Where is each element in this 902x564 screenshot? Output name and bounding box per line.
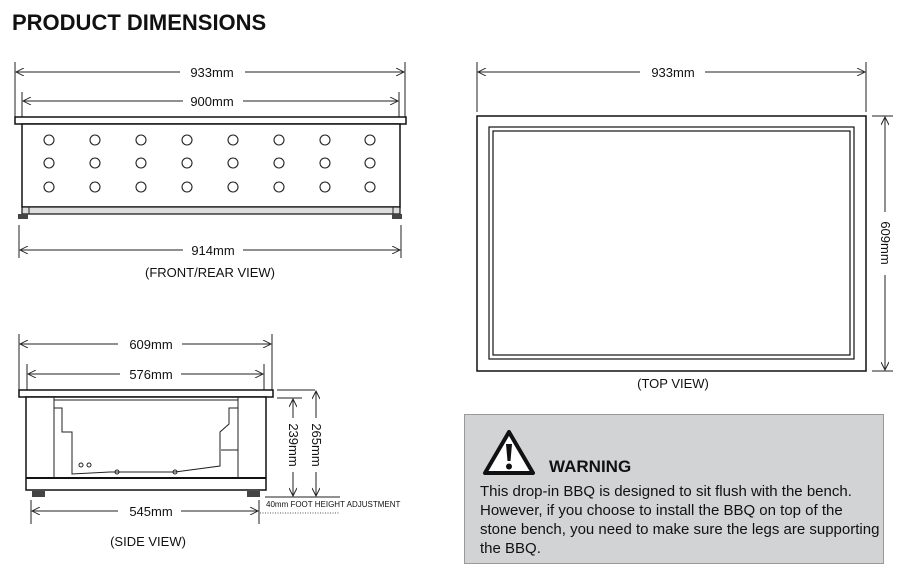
vent-hole: [273, 181, 285, 193]
side-inner-depth-label: 576mm: [129, 367, 172, 382]
vent-hole: [89, 134, 101, 146]
top-width-label: 933mm: [651, 65, 694, 80]
vent-hole: [227, 181, 239, 193]
vent-hole: [364, 157, 376, 169]
vent-hole: [135, 157, 147, 169]
side-base-depth-label: 545mm: [129, 504, 172, 519]
front-base-width-label: 914mm: [191, 243, 234, 258]
foot-adjustment-note: 40mm FOOT HEIGHT ADJUSTMENT: [266, 500, 400, 509]
vent-hole: [89, 157, 101, 169]
side-foot-right: [247, 491, 260, 497]
vent-hole: [273, 157, 285, 169]
front-inner-width-label: 900mm: [190, 94, 233, 109]
vent-hole: [135, 181, 147, 193]
vent-hole: [89, 181, 101, 193]
front-overall-width-label: 933mm: [190, 65, 233, 80]
side-total-height-label: 265mm: [309, 423, 324, 466]
vent-hole: [43, 181, 55, 193]
top-view-caption: (TOP VIEW): [637, 376, 709, 391]
side-body-height-label: 239mm: [286, 423, 301, 466]
foot-left: [18, 214, 28, 219]
top-depth-label: 609mm: [878, 221, 893, 264]
top-view: 933mm 609mm (TOP VIEW): [476, 62, 893, 391]
vent-hole: [227, 157, 239, 169]
front-view: 933mm 900mm 914mm (FRONT/REAR VIEW): [14, 62, 407, 280]
front-view-caption: (FRONT/REAR VIEW): [145, 265, 275, 280]
vent-hole: [181, 181, 193, 193]
vent-hole: [319, 157, 331, 169]
vent-hole: [43, 134, 55, 146]
side-view: 609mm 576mm 239mm 265mm 40mm FOOT HEIGHT…: [18, 334, 400, 549]
warning-triangle-icon: [483, 430, 535, 475]
vent-holes: [43, 134, 376, 193]
foot-right: [392, 214, 402, 219]
warning-title: WARNING: [549, 457, 632, 476]
vent-hole: [181, 134, 193, 146]
warning-box: WARNING This drop-in BBQ is designed to …: [464, 414, 884, 564]
vent-hole: [135, 134, 147, 146]
vent-hole: [319, 181, 331, 193]
side-overall-depth-label: 609mm: [129, 337, 172, 352]
side-view-caption: (SIDE VIEW): [110, 534, 186, 549]
vent-hole: [43, 157, 55, 169]
vent-hole: [227, 134, 239, 146]
page-title: PRODUCT DIMENSIONS: [12, 10, 266, 35]
vent-hole: [181, 157, 193, 169]
vent-hole: [364, 134, 376, 146]
vent-hole: [364, 181, 376, 193]
warning-text: This drop-in BBQ is designed to sit flus…: [480, 483, 880, 557]
vent-hole: [319, 134, 331, 146]
side-foot-left: [32, 491, 45, 497]
vent-hole: [273, 134, 285, 146]
